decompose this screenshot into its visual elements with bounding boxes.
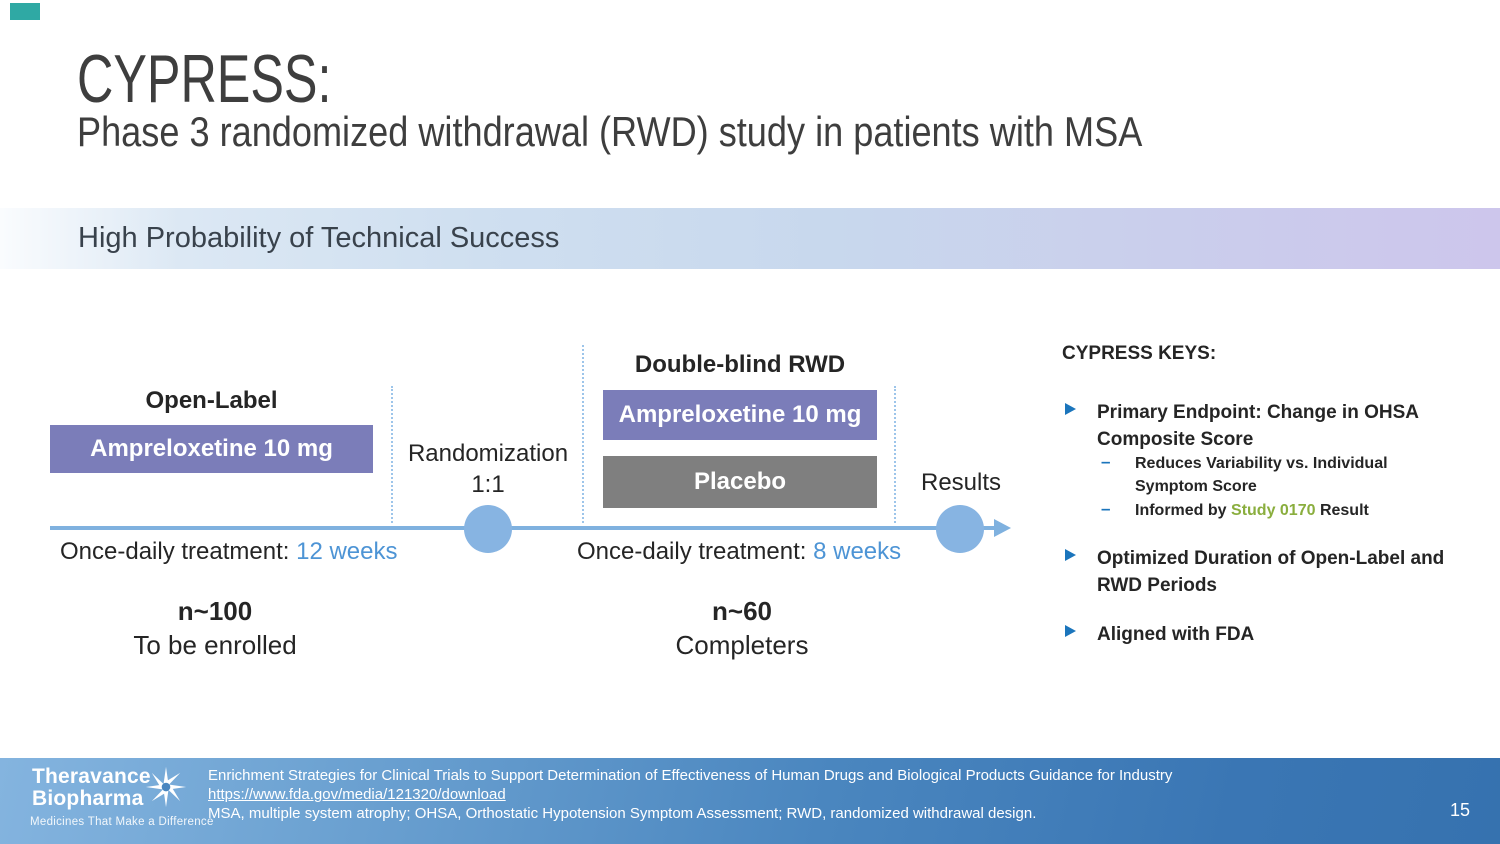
open-label-n-block: n~100 To be enrolled [85,594,345,662]
duration-prefix: Once-daily treatment: [577,538,814,565]
randomization-milestone-dot [464,505,512,553]
n-value: n~60 [712,596,772,626]
placebo-box: Placebo [603,456,877,508]
phase-separator [894,386,896,523]
phase-separator [391,386,393,523]
key-sub-bullet-2: Informed by Study 0170 Result [1135,500,1431,523]
footer-reference-text: Enrichment Strategies for Clinical Trial… [208,767,1173,784]
logo-star-icon [145,766,187,808]
footer-link[interactable]: https://www.fda.gov/media/121320/downloa… [208,786,506,803]
double-blind-drug-box: Ampreloxetine 10 mg [603,390,877,440]
page-number: 15 [1449,800,1470,820]
logo-name-line1: Theravance [32,765,151,788]
bullet-triangle-icon [1065,403,1076,415]
footer-band: Theravance Biopharma Medicines That Make… [0,758,1500,844]
study-0170-highlight: Study 0170 [1231,502,1316,519]
accent-square [10,3,40,20]
duration-value: 8 weeks [813,538,902,565]
slide-subtitle: Phase 3 randomized withdrawal (RWD) stud… [77,108,1143,155]
slide-title: CYPRESS: [77,41,332,117]
double-blind-heading: Double-blind RWD [634,351,846,378]
randomization-label: Randomization 1:1 [398,438,578,500]
bullet-triangle-icon [1065,625,1076,637]
open-label-duration: Once-daily treatment: 12 weeks [60,538,398,566]
results-milestone-dot [936,505,984,553]
arrow-right-icon [994,519,1011,537]
sub-bullet-suffix: Result [1315,502,1369,519]
key-sub-bullet-1: Reduces Variability vs. Individual Sympt… [1135,455,1388,495]
sub-dash-icon: – [1101,452,1111,471]
sub-bullet-prefix: Informed by [1135,502,1232,519]
open-label-drug-box: Ampreloxetine 10 mg [50,425,373,473]
duration-value: 12 weeks [296,538,398,565]
keys-panel-heading: CYPRESS KEYS: [1062,343,1217,364]
phase-separator [582,345,584,523]
timeline-bar [50,526,996,530]
banner-text: High Probability of Technical Success [78,222,560,254]
footer-abbreviations: MSA, multiple system atrophy; OHSA, Orth… [208,805,1037,822]
n-caption: To be enrolled [133,630,297,660]
bullet-triangle-icon [1065,549,1076,561]
open-label-heading: Open-Label [145,387,278,414]
n-caption: Completers [675,630,809,660]
n-value: n~100 [177,596,253,626]
sub-dash-icon: – [1101,499,1111,518]
key-bullet-1: Primary Endpoint: Change in OHSA Composi… [1097,402,1419,450]
double-blind-n-block: n~60 Completers [612,594,872,662]
logo-tagline: Medicines That Make a Difference [30,816,214,828]
duration-prefix: Once-daily treatment: [60,538,297,565]
highlight-banner: High Probability of Technical Success [0,208,1500,269]
double-blind-duration: Once-daily treatment: 8 weeks [577,538,901,566]
randomization-ratio: 1:1 [471,471,505,498]
randomization-line1: Randomization [407,440,569,467]
key-bullet-2: Optimized Duration of Open-Label and RWD… [1097,548,1445,596]
results-label: Results [920,469,1002,496]
key-bullet-3: Aligned with FDA [1097,624,1255,645]
logo-name-line2: Biopharma [32,787,144,810]
